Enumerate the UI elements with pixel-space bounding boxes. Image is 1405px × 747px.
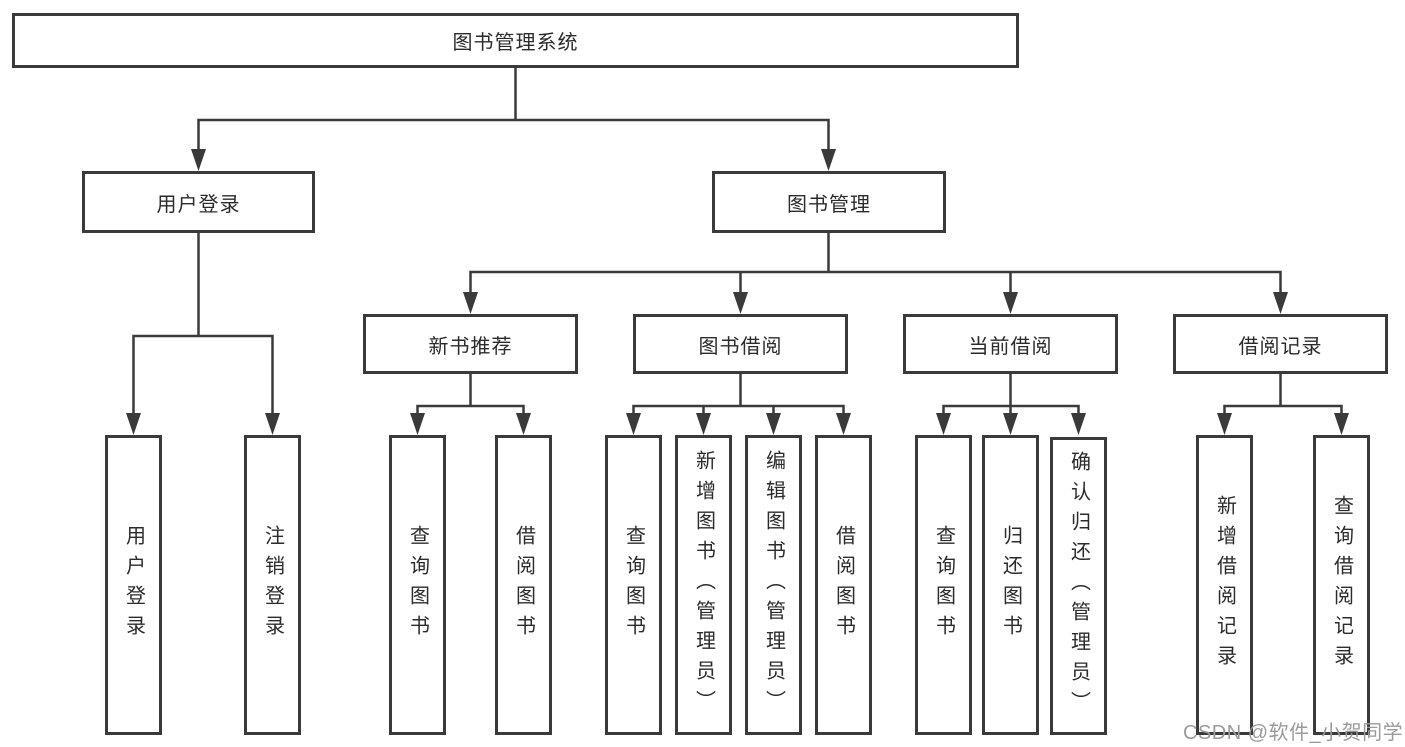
- leaf-logout: 注销登录: [244, 435, 301, 735]
- leaf-query-borrow-record: 查询借阅记录: [1313, 435, 1370, 735]
- node-book-borrow: 图书借阅: [633, 314, 848, 374]
- leaf-borrow-books: 借阅图书: [815, 435, 872, 735]
- arrowhead-icon: [766, 413, 781, 435]
- arrowhead-icon: [516, 413, 531, 435]
- connector-book-management-to-level3: [469, 231, 1282, 297]
- leaf-query-books-current: 查询图书: [915, 435, 972, 735]
- node-root: 图书管理系统: [12, 13, 1019, 68]
- watermark-csdn: CSDN @软件_小贺同学: [1183, 722, 1404, 744]
- leaf-add-borrow-record: 新增借阅记录: [1196, 435, 1253, 735]
- node-book-management: 图书管理: [712, 171, 946, 233]
- node-borrow-records: 借阅记录: [1173, 314, 1388, 374]
- leaf-confirm-return-admin: 确认归还（管理员）: [1050, 437, 1107, 735]
- arrowhead-icon: [626, 413, 641, 435]
- connector-book-borrow-to-leaves: [632, 372, 845, 418]
- connector-borrow-records-to-leaves: [1223, 372, 1343, 418]
- connector-new-book-recommend-to-leaves: [416, 372, 525, 418]
- arrowheads: [126, 149, 1349, 435]
- leaf-add-book-admin: 新增图书（管理员）: [675, 435, 732, 735]
- arrowhead-icon: [410, 413, 425, 435]
- arrowhead-icon: [821, 149, 836, 171]
- node-new-book-recommend: 新书推荐: [363, 314, 578, 374]
- node-current-borrow: 当前借阅: [903, 314, 1118, 374]
- leaf-borrow-books-recommend: 借阅图书: [495, 435, 552, 735]
- leaf-user-login: 用户登录: [105, 435, 162, 735]
- arrowhead-icon: [126, 413, 141, 435]
- connector-user-login-to-leaves: [132, 231, 274, 418]
- arrowhead-icon: [1003, 292, 1018, 314]
- arrowhead-icon: [1273, 292, 1288, 314]
- connector-root-to-level2: [197, 66, 830, 154]
- leaf-return-book: 归还图书: [982, 435, 1039, 735]
- connector-current-borrow-to-leaves: [942, 372, 1080, 418]
- arrowhead-icon: [1003, 413, 1018, 435]
- arrowhead-icon: [265, 413, 280, 435]
- arrowhead-icon: [836, 413, 851, 435]
- leaf-edit-book-admin: 编辑图书（管理员）: [745, 435, 802, 735]
- arrowhead-icon: [696, 413, 711, 435]
- arrowhead-icon: [191, 149, 206, 171]
- arrowhead-icon: [1334, 413, 1349, 435]
- arrowhead-icon: [733, 292, 748, 314]
- arrowhead-icon: [1217, 413, 1232, 435]
- arrowhead-icon: [463, 292, 478, 314]
- node-user-login: 用户登录: [82, 171, 315, 233]
- leaf-query-books-borrow: 查询图书: [605, 435, 662, 735]
- leaf-query-books-recommend: 查询图书: [389, 435, 446, 735]
- arrowhead-icon: [936, 413, 951, 435]
- arrowhead-icon: [1071, 413, 1086, 435]
